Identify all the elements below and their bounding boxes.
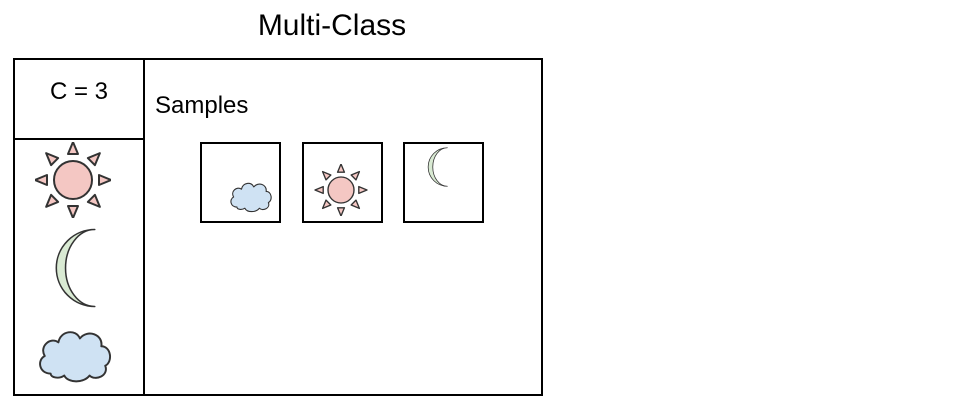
samples-label: Samples: [155, 92, 249, 119]
moon-icon: [55, 228, 96, 308]
cloud-icon: [230, 182, 272, 213]
diagram-title: Multi-Class: [257, 9, 407, 42]
sample-sun-box: [302, 142, 383, 223]
vertical-divider: [143, 60, 145, 394]
cloud-icon: [39, 331, 112, 383]
sample-moon-box: [403, 142, 484, 223]
sample-cloud-box: [200, 142, 281, 223]
multi-class-frame: C = 3 Samples: [13, 58, 543, 396]
sun-icon: [35, 142, 111, 218]
horizontal-divider: [15, 138, 145, 140]
moon-icon: [427, 147, 448, 187]
sun-icon: [314, 164, 368, 216]
class-count-label: C = 3: [49, 78, 109, 105]
